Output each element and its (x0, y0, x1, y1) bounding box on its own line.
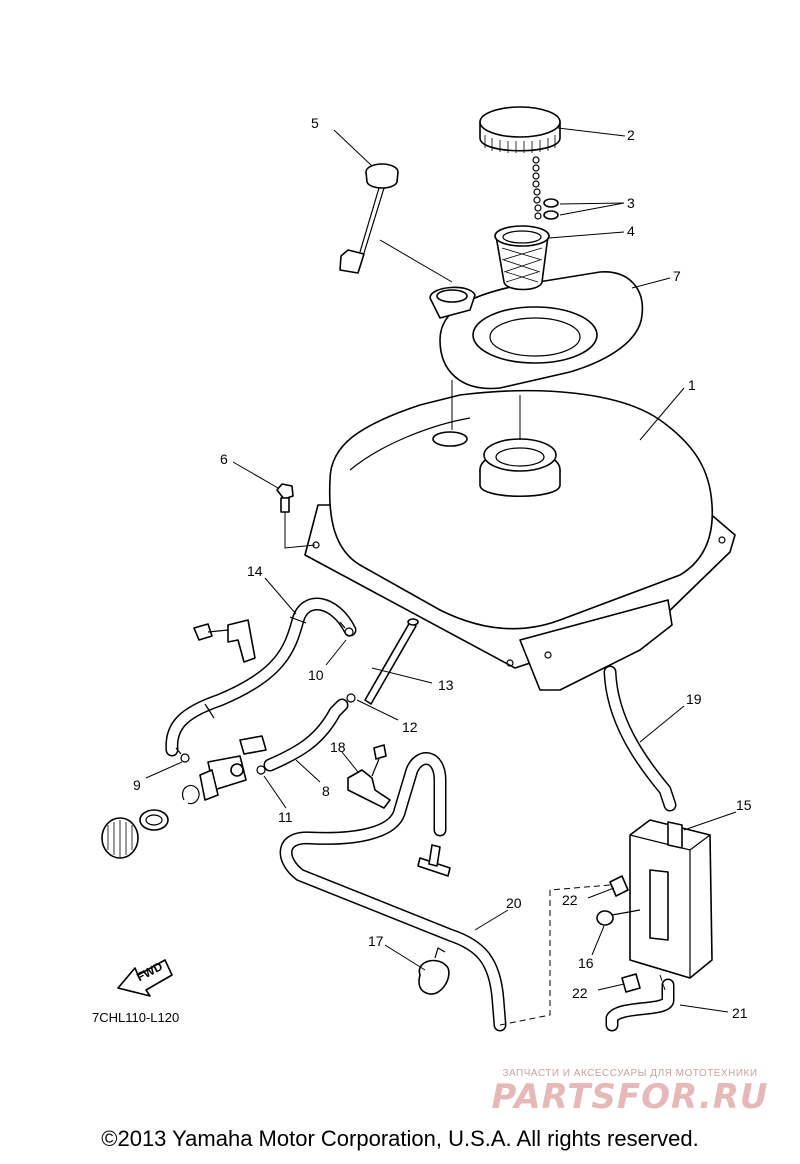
callout-5: 5 (311, 115, 319, 131)
callout-14: 14 (247, 563, 263, 579)
part-3-gaskets[interactable] (543, 198, 559, 220)
part-17-hose-clamp[interactable] (418, 947, 450, 995)
callout-1: 1 (688, 377, 696, 393)
callout-11: 11 (278, 809, 293, 825)
t-joint[interactable] (417, 844, 451, 877)
callout-18: 18 (330, 739, 346, 755)
callout-20: 20 (506, 895, 522, 911)
callout-6: 6 (220, 451, 228, 467)
part-4-strainer[interactable] (494, 225, 550, 291)
callout-21: 21 (732, 1005, 748, 1021)
part-5-fuel-gauge[interactable] (339, 163, 399, 274)
callout-13: 13 (438, 677, 454, 693)
watermark-tagline: ЗАПЧАСТИ И АКСЕССУАРЫ ДЛЯ МОТОТЕХНИКИ (502, 1068, 758, 1079)
part-11-clip[interactable] (256, 765, 266, 775)
part-9-clip[interactable] (175, 747, 190, 763)
callout-22-lower: 22 (572, 985, 588, 1001)
part-13-pipe[interactable] (364, 618, 419, 705)
part-1-fuel-tank[interactable] (304, 389, 736, 691)
part-22-bracket-upper[interactable] (609, 875, 629, 897)
hose-bracket[interactable] (193, 619, 256, 663)
part-15-canister[interactable] (629, 819, 713, 979)
assembly-guide-lines (284, 239, 666, 1026)
part-12-clip[interactable] (346, 693, 356, 703)
part-18-clamp[interactable] (347, 744, 391, 809)
fuel-cock-assembly[interactable] (101, 735, 267, 859)
callout-9: 9 (133, 777, 141, 793)
part-16-screw[interactable] (596, 909, 641, 926)
fwd-arrow: FWD (117, 959, 173, 997)
callout-10: 10 (308, 667, 324, 683)
callout-16: 16 (578, 955, 594, 971)
copyright-notice: ©2013 Yamaha Motor Corporation, U.S.A. A… (101, 1126, 699, 1151)
leader-lines (145, 127, 737, 1013)
part-10-clip[interactable] (339, 621, 354, 637)
callout-3: 3 (627, 195, 635, 211)
callout-8: 8 (322, 783, 330, 799)
part-7-tank-cover[interactable] (429, 271, 644, 390)
callout-2: 2 (627, 127, 635, 143)
part-19-hose[interactable] (603, 665, 677, 812)
callout-22-upper: 22 (562, 892, 578, 908)
callout-19: 19 (686, 691, 702, 707)
part-14-fuel-hose[interactable] (165, 597, 357, 757)
part-20-breather-hose[interactable] (279, 752, 507, 1032)
callout-12: 12 (402, 719, 418, 735)
part-22-bracket-lower[interactable] (621, 973, 641, 993)
callout-17: 17 (368, 933, 384, 949)
callout-7: 7 (673, 268, 681, 284)
part-2-fuel-cap[interactable] (479, 106, 561, 220)
callout-4: 4 (627, 223, 635, 239)
callout-15: 15 (736, 797, 752, 813)
watermark: ЗАПЧАСТИ И АКСЕССУАРЫ ДЛЯ МОТОТЕХНИКИ PA… (470, 1068, 790, 1115)
part-6-bolt[interactable] (276, 483, 294, 513)
diagram-reference-code: 7CHL110-L120 (92, 1010, 179, 1025)
callout-labels: 1 2 3 4 5 6 7 8 9 10 11 12 13 14 15 16 1… (133, 115, 752, 1021)
part-8-vent-hose[interactable] (263, 698, 349, 772)
part-21-hose[interactable] (605, 978, 675, 1032)
watermark-logo: PARTSFOR.RU (491, 1077, 769, 1117)
